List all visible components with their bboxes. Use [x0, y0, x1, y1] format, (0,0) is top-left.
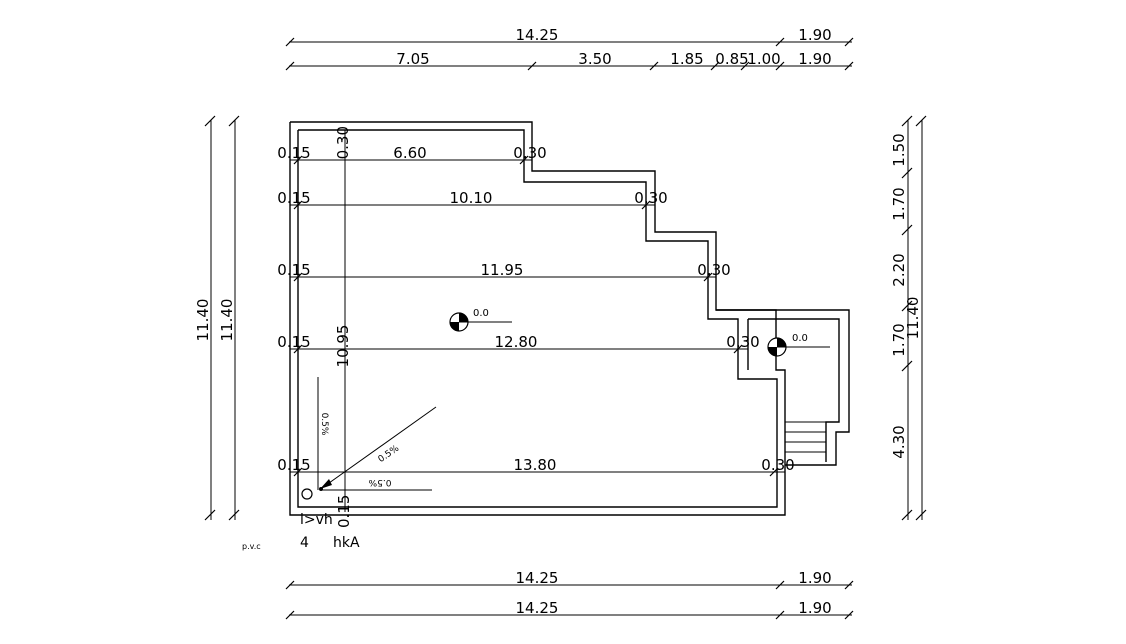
slope-horizontal: 0.5%: [368, 477, 391, 487]
row3-width: 11.95: [481, 261, 524, 279]
right-dim-total: 11.40: [904, 297, 922, 340]
left-dimension-lines: 11.40 11.40: [194, 115, 240, 521]
left-dim-outer: 11.40: [194, 299, 212, 342]
bottom-dim-total-2: 14.25: [516, 599, 559, 617]
note-b: 4: [300, 535, 309, 551]
top-dimension-row-1: 14.25 1.90: [285, 26, 854, 47]
drain-slopes: 0.5% 0.5% 0.5%: [301, 377, 437, 500]
row4-wall-left: 0.15: [277, 333, 310, 351]
right-dim-seg-4: 1.70: [890, 323, 908, 356]
row1-width: 6.60: [393, 144, 426, 162]
level-main-value: 0.0: [473, 308, 489, 319]
right-dim-seg-2: 1.70: [890, 187, 908, 220]
drain-outlet-icon: [301, 488, 313, 500]
top-dim-total: 14.25: [516, 26, 559, 44]
row5-wall-right: 0.30: [761, 456, 794, 474]
pvc-label: p.v.c: [242, 542, 261, 551]
bottom-dimension-row-2: 14.25 1.90: [285, 599, 854, 620]
top-dim-seg-3: 1.85: [670, 50, 703, 68]
slope-vertical: 0.5%: [319, 413, 329, 436]
bottom-dimension-row-1: 14.25 1.90: [285, 569, 854, 590]
bottom-dim-ext-1: 1.90: [798, 569, 831, 587]
building-outline: [289, 121, 850, 516]
level-marker-landing: 0.0: [767, 333, 830, 357]
interior-row-5: 0.15 13.80 0.30: [277, 456, 795, 477]
top-dimension-row-2: 7.05 3.50 1.85 0.85 1.00 1.90: [285, 50, 854, 71]
right-dim-seg-1: 1.50: [890, 133, 908, 166]
row1-wall-left: 0.15: [277, 144, 310, 162]
top-dim-seg-4: 0.85: [715, 50, 748, 68]
wall-top-thickness: 0.30: [334, 126, 352, 159]
interior-height-dimension: 0.30 10.95 0.15: [334, 126, 353, 528]
right-dimension-lines: 1.50 1.70 2.20 1.70 4.30 11.40: [890, 115, 927, 521]
top-dim-seg-1: 7.05: [396, 50, 429, 68]
left-dim-inner: 11.40: [218, 299, 236, 342]
interior-row-4: 0.15 12.80 0.30: [277, 333, 760, 354]
level-marker-main: 0.0: [449, 308, 512, 332]
row4-width: 12.80: [495, 333, 538, 351]
row5-width: 13.80: [514, 456, 557, 474]
wall-bottom-thickness: 0.15: [335, 495, 353, 528]
note-c: hkA: [333, 535, 360, 551]
top-dim-seg-6: 1.90: [798, 50, 831, 68]
drain-notes: p.v.c l>vh 4 hkA: [242, 512, 360, 551]
note-a: l>vh: [300, 512, 333, 528]
interior-row-3: 0.15 11.95 0.30: [277, 261, 731, 282]
right-dim-seg-3: 2.20: [890, 253, 908, 286]
bottom-dim-ext-2: 1.90: [798, 599, 831, 617]
interior-row-1: 0.15 6.60 0.30: [277, 144, 547, 165]
top-dim-seg-5: 1.00: [747, 50, 780, 68]
row1-wall-right: 0.30: [513, 144, 546, 162]
row5-wall-left: 0.15: [277, 456, 310, 474]
right-dim-seg-5: 4.30: [890, 425, 908, 458]
row2-width: 10.10: [450, 189, 493, 207]
row2-wall-left: 0.15: [277, 189, 310, 207]
row3-wall-left: 0.15: [277, 261, 310, 279]
level-landing-value: 0.0: [792, 333, 808, 344]
row2-wall-right: 0.30: [634, 189, 667, 207]
interior-row-2: 0.15 10.10 0.30: [277, 189, 668, 210]
top-dim-seg-2: 3.50: [578, 50, 611, 68]
row4-wall-right: 0.30: [726, 333, 759, 351]
interior-height: 10.95: [334, 325, 352, 368]
row3-wall-right: 0.30: [697, 261, 730, 279]
top-dim-extension: 1.90: [798, 26, 831, 44]
bottom-dim-total-1: 14.25: [516, 569, 559, 587]
